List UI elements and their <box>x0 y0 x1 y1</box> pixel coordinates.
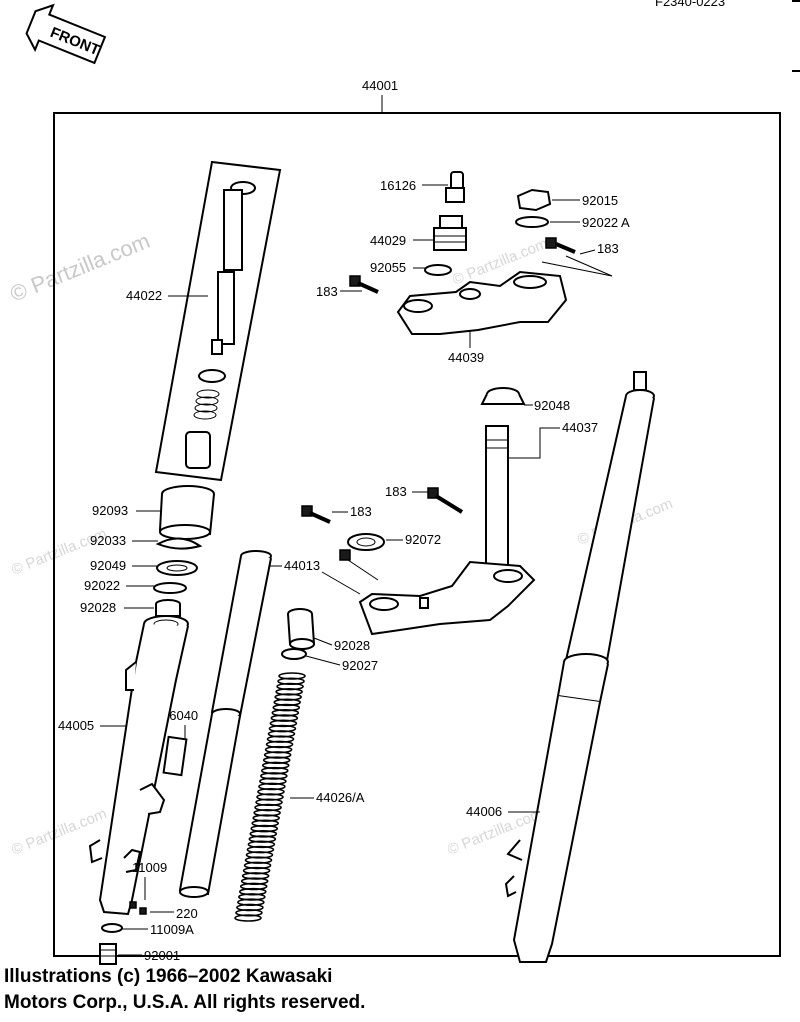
top-bolt-part <box>433 215 467 251</box>
dust-seal-part <box>158 485 215 540</box>
part-label: 92027 <box>342 658 378 673</box>
part-label: 92048 <box>534 398 570 413</box>
air-valve-part <box>445 171 465 203</box>
stem-nut-part <box>516 188 552 212</box>
damper-group-box <box>154 160 282 482</box>
part-label: 183 <box>350 504 372 519</box>
copyright-line-2: Motors Corp., U.S.A. All rights reserved… <box>4 992 366 1013</box>
part-label: 44013 <box>284 558 320 573</box>
assembly-label: 44001 <box>362 78 398 93</box>
retaining-ring-part <box>155 537 203 550</box>
part-label: 92028 <box>80 600 116 615</box>
part-label: 183 <box>597 241 619 256</box>
part-label: 92001 <box>144 948 180 963</box>
oil-seal-part <box>156 560 198 576</box>
front-arrow-icon: FRONT <box>25 3 107 65</box>
bolt-part <box>427 487 464 514</box>
outer-tube-left-part <box>88 615 189 916</box>
o-ring-part <box>424 264 452 276</box>
drain-bolt-part <box>99 943 117 965</box>
page-edge-mark <box>792 0 800 2</box>
label-sticker-part <box>162 735 188 777</box>
washer-part <box>153 582 187 594</box>
gasket-part <box>101 923 123 933</box>
steering-stem-part <box>485 425 509 587</box>
part-label: 44039 <box>448 350 484 365</box>
part-label: 44037 <box>562 420 598 435</box>
copyright-line-1: Illustrations (c) 1966–2002 Kawasaki <box>4 966 333 987</box>
part-label: 92033 <box>90 533 126 548</box>
part-label: 92028 <box>334 638 370 653</box>
lower-clamp-part <box>358 560 536 636</box>
spacer-part <box>287 608 316 650</box>
part-label: 44022 <box>126 288 162 303</box>
part-label: 92093 <box>92 503 128 518</box>
washer-part <box>515 216 549 228</box>
part-label: 16126 <box>380 178 416 193</box>
part-label: 92072 <box>405 532 441 547</box>
part-label: 44026/A <box>316 790 365 805</box>
part-label: 183 <box>385 484 407 499</box>
part-label: 44005 <box>58 718 94 733</box>
part-label: 92022 A <box>582 215 630 230</box>
screw-part <box>129 901 137 909</box>
part-label: 220 <box>176 906 198 921</box>
fork-tube-part <box>178 550 272 898</box>
part-label: 44029 <box>370 233 406 248</box>
page-edge-mark <box>792 70 800 72</box>
part-label: 92049 <box>90 558 126 573</box>
part-label: 44006 <box>466 804 502 819</box>
part-label: 92022 <box>84 578 120 593</box>
clamp-part <box>339 533 385 561</box>
part-label: 11009A <box>150 922 194 937</box>
damper-rod-part <box>185 181 256 469</box>
bushing-part <box>155 599 181 617</box>
part-label: 11009 <box>132 860 167 875</box>
bolt-part <box>301 505 331 524</box>
bolt-part <box>349 275 379 294</box>
part-label: 92055 <box>370 260 406 275</box>
spring-seat-part <box>281 648 307 660</box>
upper-clamp-part <box>396 270 568 335</box>
assembly-frame <box>53 112 781 957</box>
part-label: 92015 <box>582 193 618 208</box>
part-label: 183 <box>316 284 338 299</box>
washer-part <box>139 907 147 915</box>
diagram-code: F2340-0223 <box>655 0 725 9</box>
part-label: 56040 <box>162 708 198 723</box>
fork-right-part <box>504 371 655 963</box>
copyright-notice: Illustrations (c) 1966–2002 Kawasaki Mot… <box>4 964 504 1016</box>
stem-cap-part <box>480 387 526 405</box>
fork-spring-part <box>234 672 306 922</box>
bolt-part <box>545 237 576 254</box>
